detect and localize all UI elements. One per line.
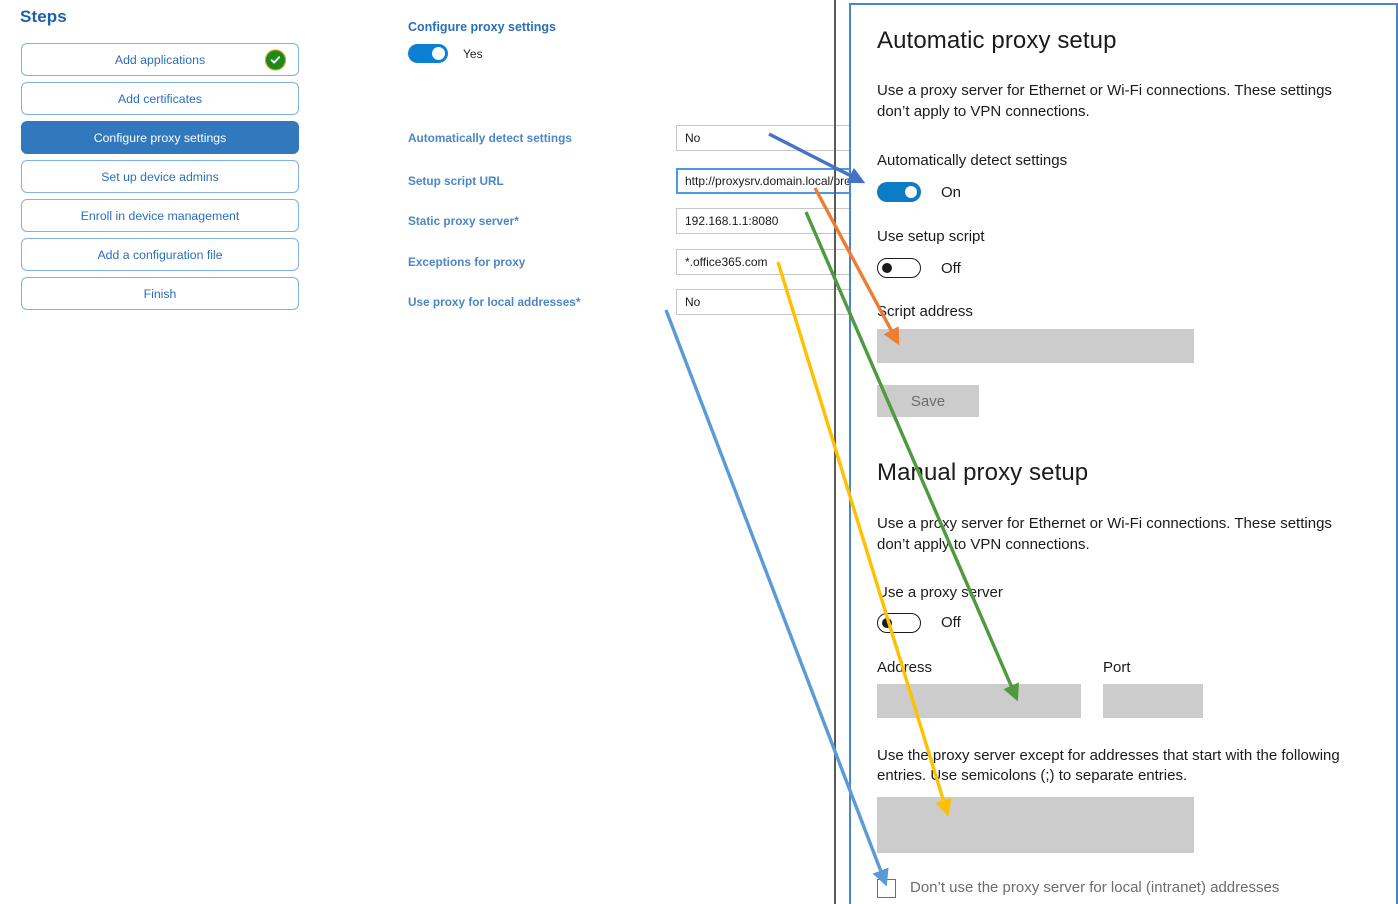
automatically-detect-settings-state: On	[941, 183, 962, 201]
check-circle-icon	[265, 49, 286, 70]
automatically-detect-settings-label: Automatically detect settings	[877, 152, 1068, 170]
exceptions-description: Use the proxy server except for addresse…	[877, 746, 1340, 785]
configure-proxy-toggle-value: Yes	[463, 46, 483, 61]
toggle-knob	[432, 47, 445, 60]
save-button[interactable]: Save	[877, 385, 979, 418]
script-address-label: Script address	[877, 303, 973, 321]
field-label: Setup script URL	[408, 174, 504, 188]
step-item-enroll-in-device-management[interactable]: Enroll in device management	[21, 199, 299, 232]
port-label: Port	[1103, 658, 1131, 676]
bypass-local-checkbox[interactable]	[877, 879, 896, 899]
exceptions-input[interactable]	[877, 797, 1194, 854]
field-label: Exceptions for proxy	[408, 255, 526, 269]
use-a-proxy-server-toggle-row: Off	[877, 612, 1372, 633]
step-label: Add certificates	[117, 91, 203, 106]
address-input[interactable]	[877, 683, 1081, 718]
field-row-exceptions-for-proxy: Exceptions for proxy *.office365.com	[408, 249, 889, 275]
step-item-set-up-device-admins[interactable]: Set up device admins	[21, 160, 299, 193]
use-a-proxy-server-toggle[interactable]	[877, 612, 921, 633]
step-label: Add a configuration file	[97, 247, 223, 262]
script-address-input[interactable]	[877, 329, 1194, 364]
steps-title: Steps	[20, 7, 67, 26]
port-field-group: Port	[1103, 659, 1203, 718]
toggle-knob	[905, 186, 917, 199]
use-setup-script-toggle[interactable]	[877, 258, 921, 279]
select-value: No	[685, 295, 701, 309]
step-item-finish[interactable]: Finish	[21, 277, 299, 310]
configure-proxy-toggle[interactable]	[408, 44, 448, 63]
automatically-detect-settings-toggle[interactable]	[877, 182, 921, 203]
form-heading: Configure proxy settings	[408, 20, 556, 34]
address-field-group: Address	[877, 659, 1081, 718]
field-row-automatically-detect-settings: Automatically detect settings No	[408, 125, 889, 151]
address-port-row: Address Port	[877, 659, 1372, 718]
step-label: Configure proxy settings	[93, 130, 227, 145]
use-setup-script-toggle-row: Off	[877, 258, 1372, 279]
bypass-local-label: Don’t use the proxy server for local (in…	[910, 879, 1280, 897]
step-label: Enroll in device management	[80, 208, 240, 223]
port-input[interactable]	[1103, 683, 1203, 718]
manual-proxy-setup-heading: Manual proxy setup	[877, 459, 1089, 487]
step-item-add-certificates[interactable]: Add certificates	[21, 82, 299, 115]
field-row-use-proxy-for-local-addresses: Use proxy for local addresses* No	[408, 289, 889, 315]
use-a-proxy-server-state: Off	[941, 614, 961, 632]
use-setup-script-label: Use setup script	[877, 228, 985, 246]
step-item-configure-proxy-settings[interactable]: Configure proxy settings	[21, 121, 299, 154]
toggle-knob	[882, 263, 892, 274]
select-value: No	[685, 131, 701, 145]
input-value: *.office365.com	[685, 255, 768, 269]
automatic-proxy-setup-heading: Automatic proxy setup	[877, 27, 1117, 54]
step-label: Set up device admins	[101, 169, 219, 184]
step-item-add-a-configuration-file[interactable]: Add a configuration file	[21, 238, 299, 271]
bypass-local-row: Don’t use the proxy server for local (in…	[877, 879, 1372, 899]
toggle-knob	[882, 617, 892, 628]
steps-panel: Steps Add applications Add certificates …	[0, 0, 334, 904]
manual-proxy-setup-description: Use a proxy server for Ethernet or Wi-Fi…	[877, 515, 1332, 554]
save-button-label: Save	[910, 392, 946, 410]
field-label: Automatically detect settings	[408, 131, 572, 145]
field-label: Static proxy server*	[408, 214, 519, 228]
automatically-detect-settings-toggle-row: On	[877, 182, 1372, 203]
field-label: Use proxy for local addresses*	[408, 295, 581, 309]
required-marker: *	[514, 214, 519, 228]
step-label: Add applications	[114, 52, 206, 67]
address-label: Address	[877, 658, 933, 676]
use-a-proxy-server-label: Use a proxy server	[877, 583, 1003, 601]
field-row-static-proxy-server: Static proxy server* 192.168.1.1:8080	[408, 208, 889, 234]
configure-proxy-toggle-row: Yes	[408, 44, 483, 63]
step-label: Finish	[143, 286, 177, 301]
automatic-proxy-setup-description: Use a proxy server for Ethernet or Wi-Fi…	[877, 82, 1332, 120]
steps-list: Add applications Add certificates Config…	[21, 43, 299, 316]
panel-divider	[834, 0, 836, 904]
use-setup-script-state: Off	[941, 259, 961, 277]
proxy-form-panel: Configure proxy settings Yes Automatical…	[334, 0, 889, 904]
required-marker: *	[575, 295, 581, 309]
field-row-setup-script-url: Setup script URL http://proxysrv.domain.…	[408, 168, 889, 194]
windows-proxy-settings-panel: Automatic proxy setup Use a proxy server…	[849, 3, 1398, 904]
step-item-add-applications[interactable]: Add applications	[21, 43, 299, 76]
input-value: 192.168.1.1:8080	[685, 214, 779, 228]
